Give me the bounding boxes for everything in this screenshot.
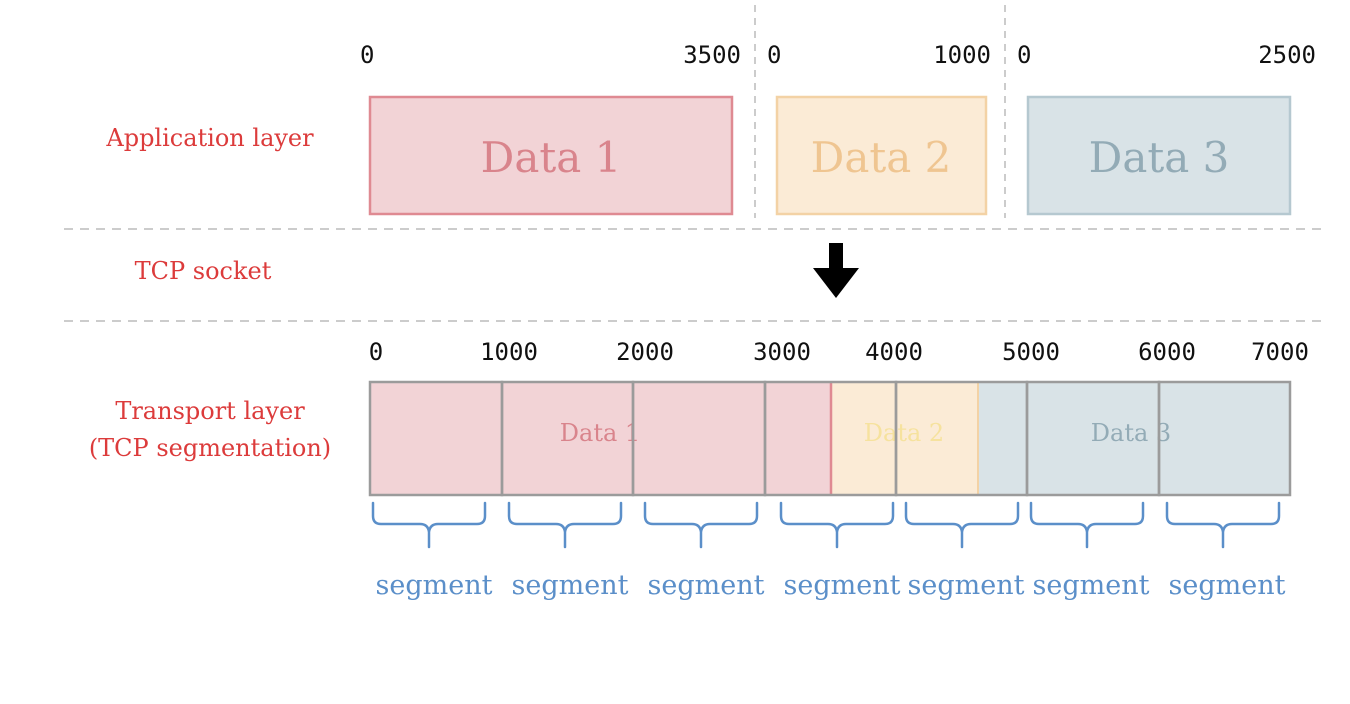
- segment-brace-1: [371, 501, 487, 549]
- segment-brace-3: [643, 501, 759, 549]
- segment-label-2: segment: [512, 570, 629, 601]
- transport-tick-6000: 6000: [1138, 338, 1196, 366]
- application-layer-label: Application layer: [105, 124, 314, 152]
- app-block-data-1: Data 1: [368, 95, 734, 216]
- transport-layer-sublabel: (TCP segmentation): [89, 434, 331, 462]
- segment-braces: [371, 501, 1281, 549]
- transport-axis: 0 1000 2000 3000 4000 5000 6000 7000: [369, 338, 1309, 366]
- transport-label-data-1: Data 1: [560, 419, 640, 447]
- app-block-data-1-label: Data 1: [481, 133, 622, 182]
- segment-brace-7: [1165, 501, 1281, 549]
- transport-region-data-3: [978, 382, 1290, 495]
- segment-brace-6: [1029, 501, 1145, 549]
- transport-tick-1000: 1000: [480, 338, 538, 366]
- segment-label-1: segment: [376, 570, 493, 601]
- segment-boxes: [368, 380, 1292, 497]
- app-block-1-start: 0: [360, 41, 374, 69]
- segment-labels: segment segment segment segment segment …: [376, 570, 1286, 601]
- transport-tick-5000: 5000: [1002, 338, 1060, 366]
- segment-brace-2: [507, 501, 623, 549]
- app-block-2-start: 0: [767, 41, 781, 69]
- transport-tick-3000: 3000: [753, 338, 811, 366]
- transport-label-data-2: Data 2: [864, 419, 944, 447]
- transport-layer-label: Transport layer: [115, 397, 305, 425]
- segment-brace-5: [904, 501, 1020, 549]
- segment-label-6: segment: [1033, 570, 1150, 601]
- app-block-data-2-label: Data 2: [811, 133, 952, 182]
- transport-tick-0: 0: [369, 338, 383, 366]
- transport-data-bar: [370, 382, 1290, 495]
- transport-tick-4000: 4000: [865, 338, 923, 366]
- app-block-1-end: 3500: [683, 41, 741, 69]
- down-arrow-icon: [813, 243, 859, 298]
- app-block-3-end: 2500: [1258, 41, 1316, 69]
- segment-box-7: [1157, 380, 1292, 497]
- transport-tick-2000: 2000: [616, 338, 674, 366]
- segment-label-7: segment: [1169, 570, 1286, 601]
- tcp-socket-label: TCP socket: [135, 257, 272, 285]
- app-block-3-start: 0: [1017, 41, 1031, 69]
- transport-region-data-2: [831, 382, 978, 495]
- transport-tick-7000: 7000: [1251, 338, 1309, 366]
- app-block-data-3: Data 3: [1026, 95, 1292, 216]
- app-block-2-end: 1000: [933, 41, 991, 69]
- segment-brace-4: [779, 501, 895, 549]
- segment-label-3: segment: [648, 570, 765, 601]
- segment-label-4: segment: [784, 570, 901, 601]
- segment-label-5: segment: [908, 570, 1025, 601]
- app-block-data-2: Data 2: [775, 95, 988, 216]
- app-block-data-3-label: Data 3: [1089, 133, 1230, 182]
- transport-region-data-1: [370, 382, 831, 495]
